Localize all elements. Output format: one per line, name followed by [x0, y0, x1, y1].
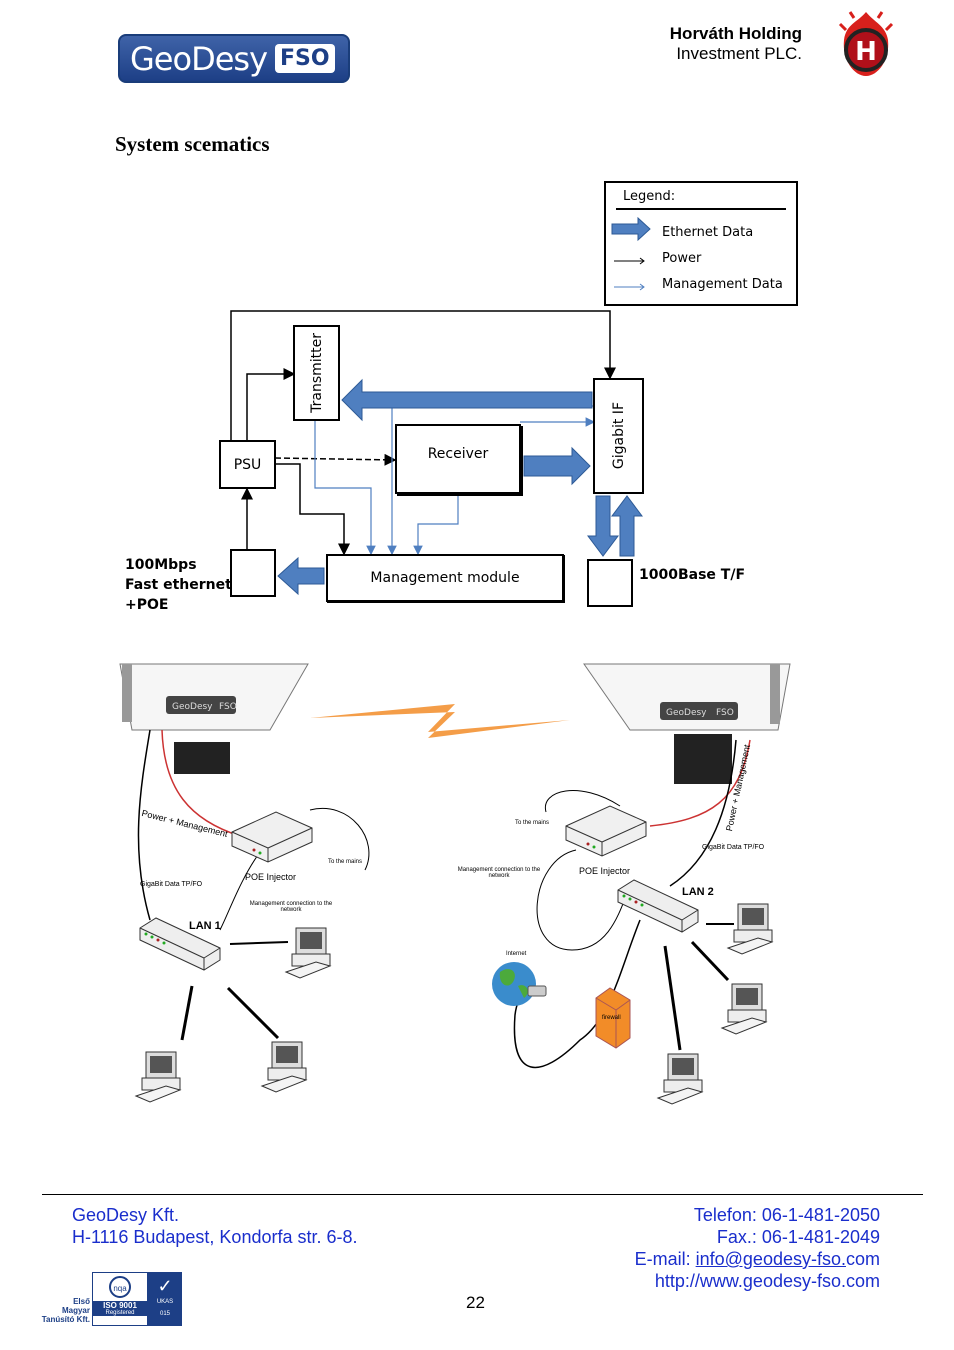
- receiver-label: Receiver: [427, 446, 489, 462]
- ethernet-arrow-management-port: [277, 556, 325, 596]
- legend-item-ethernet: Ethernet Data: [662, 225, 754, 240]
- page-title: System scematics: [115, 132, 270, 156]
- ethernet-arrow-up: [611, 495, 643, 557]
- left-pc-1-icon: [285, 927, 331, 979]
- right-pc-3-icon: [657, 1053, 703, 1105]
- registered-label: Registered: [93, 1310, 147, 1316]
- checkmark-icon: ✓: [157, 1276, 173, 1296]
- gigabit-if-label: Gigabit IF: [610, 402, 627, 470]
- left-fso-head: [119, 663, 309, 774]
- logo-text: GeoDesy: [130, 39, 268, 78]
- right-power-cable: [649, 739, 751, 827]
- horvath-emblem-icon: H: [838, 11, 894, 76]
- network-illustration: GeoDesy FSO GeoDesy FSO: [119, 663, 791, 1105]
- psu-box: PSU: [219, 440, 276, 489]
- legend: Legend: Ethernet Data Power Management D…: [604, 181, 798, 306]
- lan-2-label: LAN 2: [682, 886, 714, 898]
- firewall-icon: [595, 987, 631, 1049]
- mgmt-line-receiver: [413, 494, 459, 556]
- ukas-label: UKAS: [156, 1299, 174, 1305]
- right-poe-injector-icon: [565, 805, 647, 857]
- company-line-1: Horváth Holding: [669, 24, 802, 43]
- internet-globe-icon: [492, 962, 547, 1006]
- power-line-psu-management: [275, 463, 350, 556]
- psu-label: PSU: [233, 456, 262, 473]
- left-poe-label: POE Injector: [245, 872, 297, 882]
- internet-label: Internet: [506, 951, 527, 957]
- legend-title: Legend:: [623, 189, 676, 204]
- left-power-cable: [161, 729, 241, 837]
- left-fso-tag: FSO: [219, 702, 237, 712]
- right-fso-logo: GeoDesy: [666, 708, 707, 718]
- logo-tag: FSO: [275, 44, 335, 73]
- nqa-logo: nqa: [109, 1276, 131, 1298]
- power-line-psu-receiver: [274, 453, 397, 466]
- management-module-box: Management module: [326, 554, 564, 602]
- legend-item-power: Power: [662, 251, 702, 266]
- ethernet-arrow-gigabit-transmitter: [341, 378, 593, 422]
- right-fso-tag: FSO: [716, 708, 734, 718]
- fast-ethernet-port-box: [230, 549, 276, 597]
- footer-fax: Fax.: 06-1-481-2049: [716, 1227, 880, 1247]
- email-link[interactable]: info@geodesy-fso.: [695, 1249, 846, 1269]
- mgmt-line-transmitter: [314, 420, 376, 556]
- footer-address: H-1116 Budapest, Kondorfa str. 6-8.: [72, 1227, 358, 1247]
- gigabit-port-box: [587, 559, 633, 607]
- right-pc-1-icon: [727, 903, 773, 955]
- transmitter-box: Transmitter: [293, 325, 340, 421]
- gigabit-if-box: Gigabit IF: [593, 378, 644, 494]
- page-number: 22: [466, 1293, 485, 1312]
- receiver-box: Receiver: [395, 424, 521, 494]
- footer-contact-block: Telefon: 06-1-481-2050 Fax.: 06-1-481-20…: [635, 1204, 880, 1292]
- footer-phone: Telefon: 06-1-481-2050: [693, 1205, 880, 1225]
- left-data-label: GigaBit Data TP/FO: [140, 881, 203, 888]
- power-line-psu-transmitter: [246, 368, 296, 440]
- management-module-label: Management module: [370, 570, 520, 586]
- ukas-badge: ✓ UKAS 015: [148, 1272, 182, 1326]
- ethernet-arrow-down: [587, 495, 619, 557]
- footer-web[interactable]: http://www.geodesy-fso.com: [654, 1271, 880, 1291]
- left-fso-logo: GeoDesy: [172, 702, 213, 712]
- company-name: Horváth Holding Investment PLC.: [670, 24, 802, 64]
- iso-9001-badge: nqa ISO 9001 Registered: [92, 1272, 148, 1326]
- right-poe-label: POE Injector: [579, 866, 631, 876]
- left-poe-injector-icon: [231, 811, 313, 863]
- geodesy-logo: GeoDesy FSO: [118, 34, 350, 83]
- left-mgmt-label: Management connection to the network: [249, 901, 333, 913]
- fast-ethernet-label: 100Mbps Fast ethernet +POE: [125, 557, 232, 613]
- right-fso-head: [583, 663, 791, 784]
- power-line-psu-gigabit: [230, 310, 616, 440]
- right-mains-label: To the mains: [515, 820, 550, 826]
- emblem-letter: H: [855, 37, 877, 67]
- firewall-label: firewall: [602, 1015, 621, 1021]
- iso-label: ISO 9001: [93, 1301, 147, 1310]
- footer-divider: [42, 1194, 923, 1195]
- lan-1-label: LAN 1: [189, 920, 221, 932]
- right-data-cable: [669, 739, 737, 887]
- footer-company: GeoDesy Kft.: [72, 1205, 180, 1225]
- left-data-cable: [137, 729, 151, 921]
- ethernet-arrow-icon: [611, 217, 651, 242]
- right-pc-2-icon: [721, 983, 767, 1035]
- legend-item-management: Management Data: [662, 277, 783, 292]
- schematic-connectors: [230, 310, 643, 596]
- company-line-2: Investment PLC.: [676, 44, 802, 63]
- right-data-label: GigaBit Data TP/FO: [702, 844, 765, 851]
- legend-symbols: [611, 217, 651, 291]
- legend-underline: [616, 208, 786, 210]
- transmitter-label: Transmitter: [308, 333, 325, 413]
- optical-link-beam: [310, 704, 570, 738]
- left-mains-label: To the mains: [328, 859, 363, 865]
- cert-issuer-text: Első Magyar Tanúsító Kft.: [41, 1297, 90, 1324]
- left-pc-2-icon: [261, 1041, 307, 1093]
- ukas-number: 015: [159, 1311, 170, 1317]
- left-pc-3-icon: [135, 1051, 181, 1103]
- footer-company-block: GeoDesy Kft. H-1116 Budapest, Kondorfa s…: [72, 1204, 358, 1248]
- footer-email: E-mail: info@geodesy-fso.com: [634, 1249, 880, 1269]
- 1000base-label: 1000Base T/F: [639, 567, 746, 583]
- right-mgmt-label: Management connection to the network: [457, 867, 541, 879]
- ethernet-arrow-receiver-gigabit: [523, 446, 591, 486]
